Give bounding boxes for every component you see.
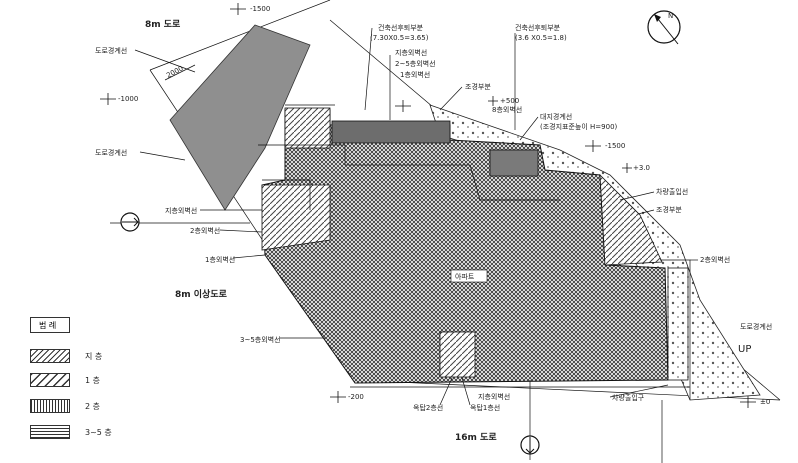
level-e: -1500 bbox=[605, 142, 625, 150]
level-sw: -200 bbox=[348, 393, 364, 401]
legend-swatch-floor3-5 bbox=[30, 425, 70, 439]
level-north: -1500 bbox=[250, 5, 270, 13]
legend-label-floor2: 2 층 bbox=[85, 402, 100, 411]
label-upper-wall: 지층외벽선 bbox=[395, 48, 427, 57]
label-landscape: 조경부분 bbox=[465, 82, 491, 91]
label-bottom-1f: 옥탑1층선 bbox=[470, 403, 500, 412]
label-outline-top: 8층외벽선 bbox=[492, 105, 522, 114]
stair-block bbox=[439, 331, 476, 378]
label-car-ramp: 차량출입구 bbox=[612, 393, 645, 402]
wall-lines bbox=[258, 104, 691, 400]
dim-line bbox=[164, 64, 196, 81]
level-markers: -1500 -1000 +500 -1500 +3.0 -200 ±0 bbox=[100, 3, 770, 408]
label-floor2-wall: 2층외벽선 bbox=[190, 226, 220, 235]
level-se: ±0 bbox=[760, 398, 770, 406]
entrance-marker-south bbox=[520, 380, 540, 460]
level-e2: +3.0 bbox=[633, 164, 650, 172]
road-west: 8m 이상도로 bbox=[175, 288, 228, 300]
setback-strip bbox=[169, 24, 311, 211]
level-west: -1000 bbox=[118, 95, 138, 103]
label-road-wall: 도로경계선 bbox=[740, 322, 772, 331]
label-contract-wall: 대지경계선 bbox=[540, 112, 572, 121]
label-up: UP bbox=[738, 344, 751, 355]
label-floor3-5-wall: 3~5층외벽선 bbox=[240, 335, 281, 344]
label-bottom-wall: 지층외벽선 bbox=[478, 392, 510, 401]
rooftop-dark-2 bbox=[489, 149, 539, 177]
compass-label: N bbox=[668, 12, 673, 20]
label-upper-1: 1층외벽선 bbox=[400, 70, 430, 79]
level-ne: +500 bbox=[500, 97, 519, 105]
center-label-box bbox=[450, 269, 488, 283]
label-east-wall: 2층외벽선 bbox=[700, 255, 730, 264]
dim-2000: 2000 bbox=[165, 64, 184, 79]
legend-swatch-floor1 bbox=[30, 373, 70, 387]
east-landscape bbox=[667, 267, 689, 381]
road-south: 16m 도로 bbox=[455, 432, 497, 443]
label-car-boundary: 차량출입선 bbox=[656, 187, 688, 196]
north-compass-icon: N bbox=[647, 10, 681, 45]
building-basement-left bbox=[261, 184, 331, 251]
building-floor-1-block bbox=[284, 107, 331, 149]
rooftop-dark bbox=[331, 120, 451, 144]
label-basement-wall: 지층외벽선 bbox=[165, 206, 197, 215]
label-road-boundary: 도로경계선 bbox=[95, 148, 127, 157]
label-floor1-wall: 1층외벽선 bbox=[205, 255, 235, 264]
label-contract-note: (조경지표준높이 H=900) bbox=[540, 122, 618, 131]
label-setback-a: 건축선후퇴부분 bbox=[378, 23, 424, 32]
legend-title-box: 범 례 bbox=[30, 317, 70, 333]
label-garden: 조경부분 bbox=[656, 205, 682, 214]
label-setback-a-dim: (7.30X0.5=3.65) bbox=[370, 34, 429, 42]
legend-swatch-basement bbox=[30, 349, 70, 363]
entrance-marker-west bbox=[110, 212, 250, 232]
legend-title: 범 례 bbox=[39, 321, 57, 330]
label-setback-b: 건축선후퇴부분 bbox=[515, 23, 561, 32]
legend-label-floor1: 1 층 bbox=[85, 376, 100, 385]
label-setback-b-dim: (3.6 X0.5=1.8) bbox=[515, 34, 567, 42]
label-setback-line: 도로경계선 bbox=[95, 46, 127, 55]
building-floor-1-wedge bbox=[599, 173, 663, 266]
center-label: 아파트 bbox=[455, 272, 475, 281]
label-upper-25: 2~5층외벽선 bbox=[395, 59, 436, 68]
label-bottom-2f: 옥탑2층선 bbox=[413, 403, 443, 412]
road-north: 8m 도로 bbox=[145, 19, 181, 30]
legend-label-floor3-5: 3~5 층 bbox=[85, 428, 112, 437]
legend-label-basement: 지 층 bbox=[85, 352, 103, 361]
legend-swatch-floor2 bbox=[30, 399, 70, 413]
